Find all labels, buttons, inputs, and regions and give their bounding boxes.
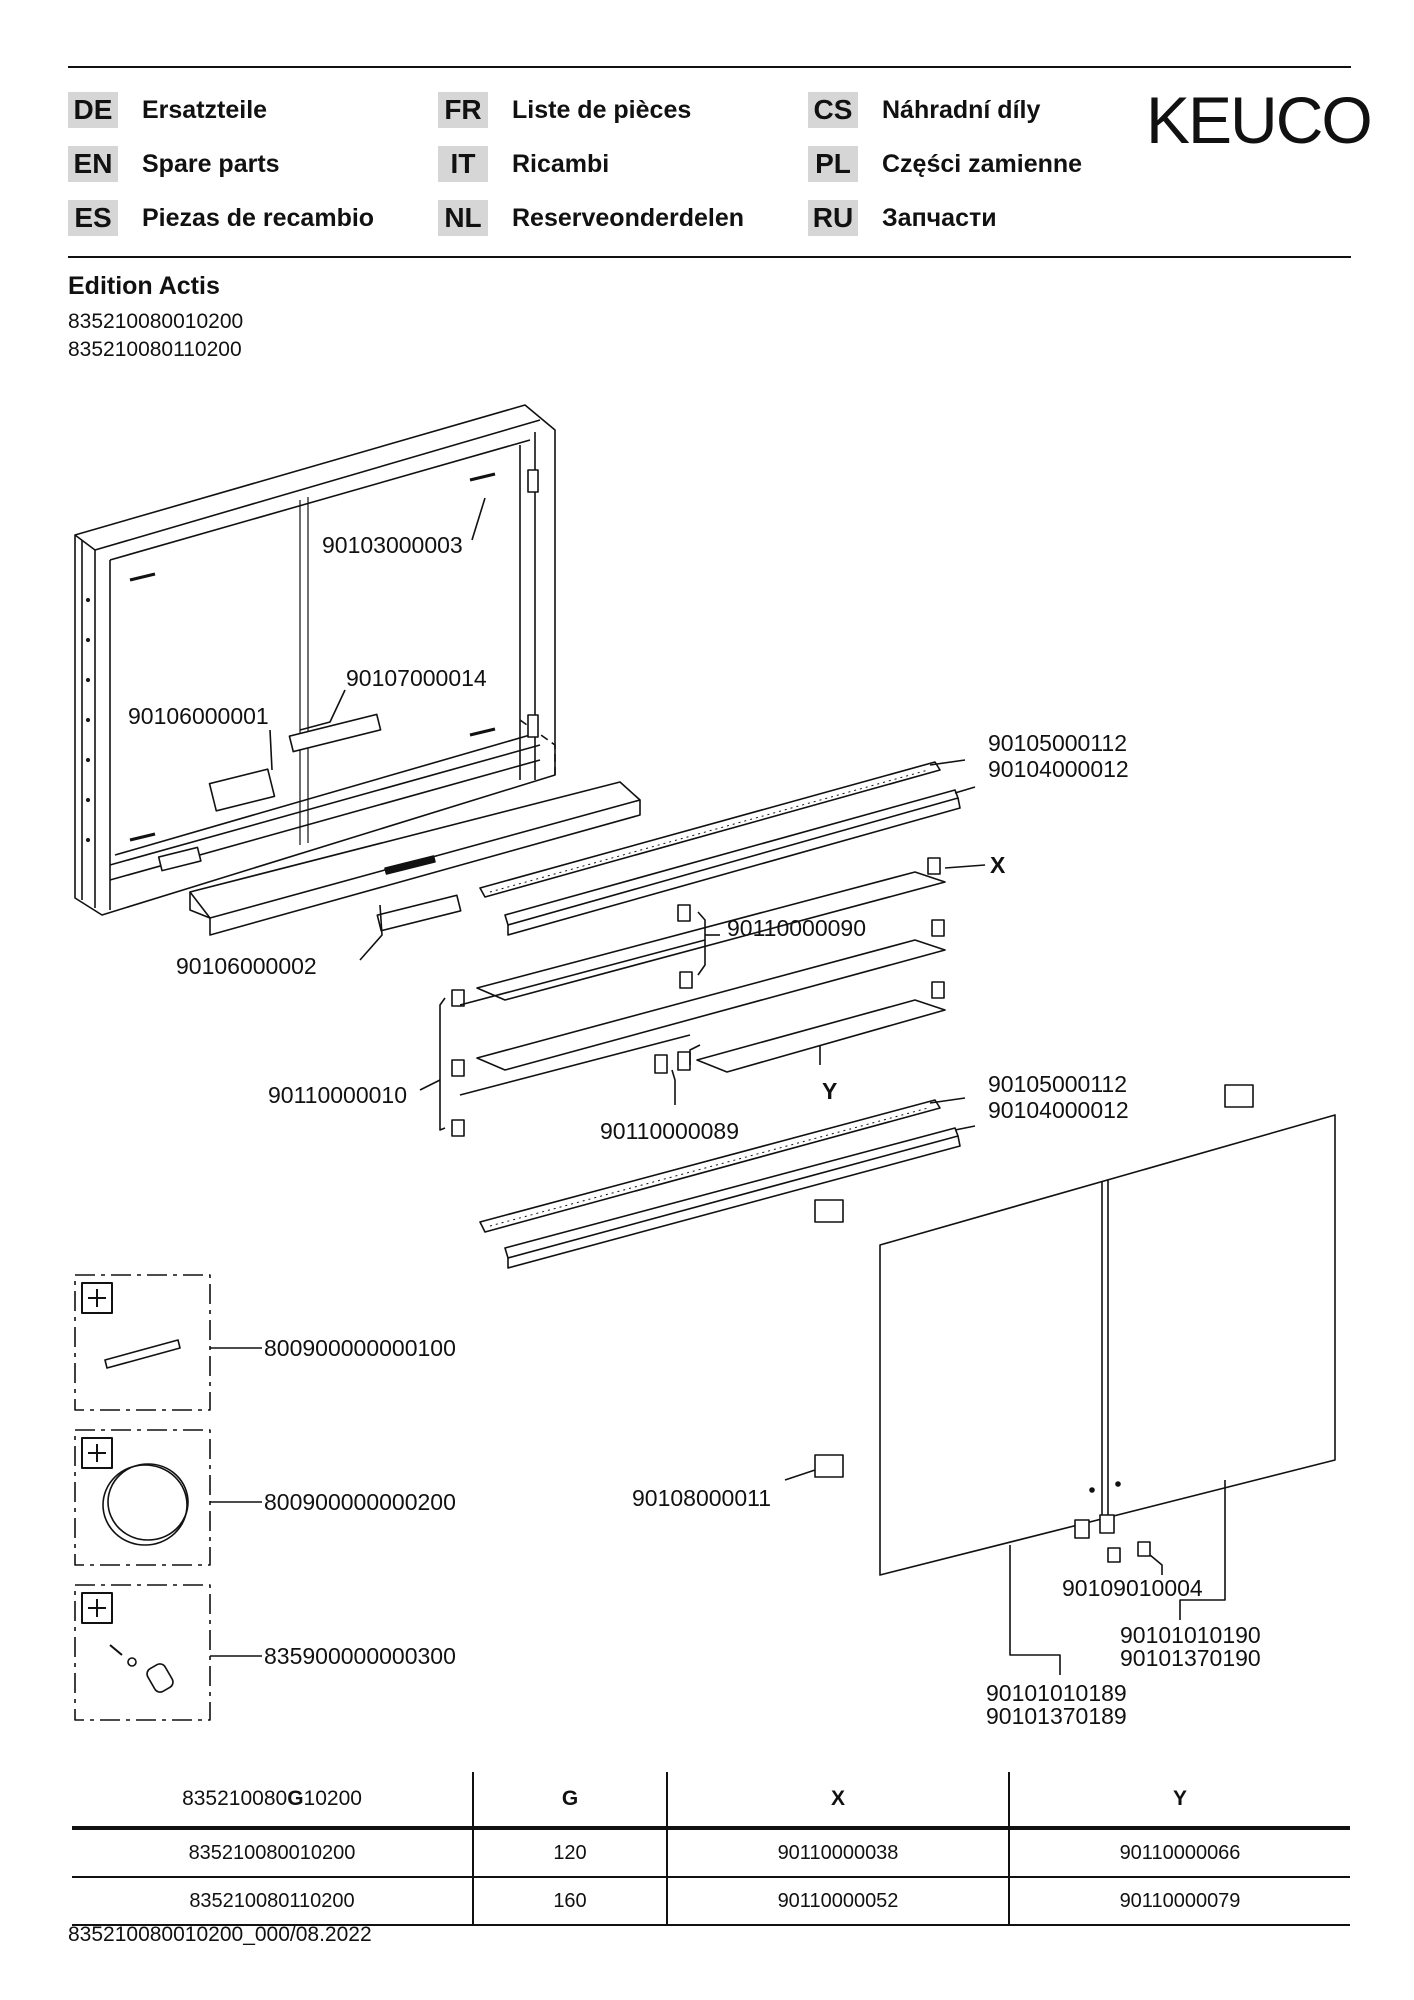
header-y: Y xyxy=(1008,1772,1350,1828)
lang-label: Części zamienne xyxy=(882,149,1083,178)
part-label: 90101010190 xyxy=(1120,1622,1261,1648)
lang-label: Ricambi xyxy=(512,149,610,178)
part-label: 90110000010 xyxy=(268,1082,407,1108)
part-label: 90104000012 xyxy=(988,756,1129,782)
cell-article: 835210080110200 xyxy=(189,1889,355,1912)
part-label: 90103000003 xyxy=(322,532,463,558)
lang-it: IT Ricambi xyxy=(438,146,609,182)
header-article-suffix: 10200 xyxy=(303,1787,362,1810)
variant-table: 835210080G10200 G X Y 835210080010200 12… xyxy=(72,1772,1350,1926)
lang-label: Liste de pièces xyxy=(512,95,692,124)
part-label: 800900000000200 xyxy=(264,1489,456,1515)
lang-fr: FR Liste de pièces xyxy=(438,92,691,128)
part-label: 90110000090 xyxy=(727,915,866,941)
lang-label: Piezas de recambio xyxy=(142,203,375,232)
lang-code: IT xyxy=(438,146,488,182)
cell-g: 160 xyxy=(472,1877,667,1925)
shelf-y-marker: Y xyxy=(822,1078,838,1104)
header-g: G xyxy=(472,1772,667,1828)
lang-label: Ersatzteile xyxy=(142,95,268,124)
lang-label: Запчасти xyxy=(882,203,997,232)
lang-code: ES xyxy=(68,200,118,236)
part-label: 835900000000300 xyxy=(264,1643,456,1669)
lang-code: CS xyxy=(808,92,858,128)
article-number: 835210080110200 xyxy=(68,338,242,361)
table-header-row: 835210080G10200 G X Y xyxy=(72,1772,1350,1828)
header-article-variable: G xyxy=(287,1787,304,1810)
part-label: 90107000014 xyxy=(346,665,487,691)
lang-pl: PL Części zamienne xyxy=(808,146,1082,182)
lang-label: Spare parts xyxy=(142,149,280,178)
lang-label: Náhradní díly xyxy=(882,95,1041,124)
cell-x: 90110000052 xyxy=(666,1877,1009,1925)
part-label: 90109010004 xyxy=(1062,1575,1203,1601)
header-article-prefix: 835210080 xyxy=(182,1787,288,1810)
lang-es: ES Piezas de recambio xyxy=(68,200,374,236)
header-article: 835210080G10200 xyxy=(72,1772,473,1828)
part-label: 90105000112 xyxy=(988,1071,1127,1097)
lang-cs: CS Náhradní díly xyxy=(808,92,1040,128)
brand-logo: KEUCO xyxy=(1146,83,1373,157)
part-label: 90105000112 xyxy=(988,730,1127,756)
lang-nl: NL Reserveonderdelen xyxy=(438,200,744,236)
part-label: 90101010189 xyxy=(986,1680,1127,1706)
header-rule xyxy=(68,256,1351,258)
product-title: Edition Actis xyxy=(68,272,220,300)
cabinet-body xyxy=(74,404,641,936)
part-label: 90101370190 xyxy=(1120,1645,1261,1671)
part-label: 90104000012 xyxy=(988,1097,1129,1123)
lang-code: NL xyxy=(438,200,488,236)
header-x: X xyxy=(666,1772,1009,1828)
part-label: 90110000089 xyxy=(600,1118,739,1144)
part-label: 800900000000100 xyxy=(264,1335,456,1361)
top-rule xyxy=(68,66,1351,68)
lang-code: DE xyxy=(68,92,118,128)
part-label: 90101370189 xyxy=(986,1703,1127,1729)
lang-code: FR xyxy=(438,92,488,128)
part-label: 90108000011 xyxy=(632,1485,771,1511)
lang-code: RU xyxy=(808,200,858,236)
mirror-doors xyxy=(879,1114,1336,1576)
cell-x: 90110000038 xyxy=(666,1828,1009,1877)
cell-y: 90110000079 xyxy=(1008,1877,1350,1925)
cell-article: 835210080010200 xyxy=(188,1841,356,1864)
article-number: 835210080010200 xyxy=(68,310,244,333)
part-label: 90106000001 xyxy=(128,703,269,729)
lang-label: Reserveonderdelen xyxy=(512,203,745,232)
part-label: 90106000002 xyxy=(176,953,317,979)
shelf-x-marker: X xyxy=(990,852,1006,878)
exploded-view-drawing xyxy=(74,404,1336,1721)
lang-code: PL xyxy=(808,146,858,182)
document-footer: 835210080010200_000/08.2022 xyxy=(68,1923,372,1946)
lang-en: EN Spare parts xyxy=(68,146,280,182)
lang-ru: RU Запчасти xyxy=(808,200,997,236)
table-row: 835210080010200 120 90110000038 90110000… xyxy=(72,1828,1350,1877)
table-row: 835210080110200 160 90110000052 90110000… xyxy=(72,1877,1350,1925)
cell-g: 120 xyxy=(472,1828,667,1877)
cell-y: 90110000066 xyxy=(1008,1828,1350,1877)
lang-de: DE Ersatzteile xyxy=(68,92,267,128)
lang-code: EN xyxy=(68,146,118,182)
